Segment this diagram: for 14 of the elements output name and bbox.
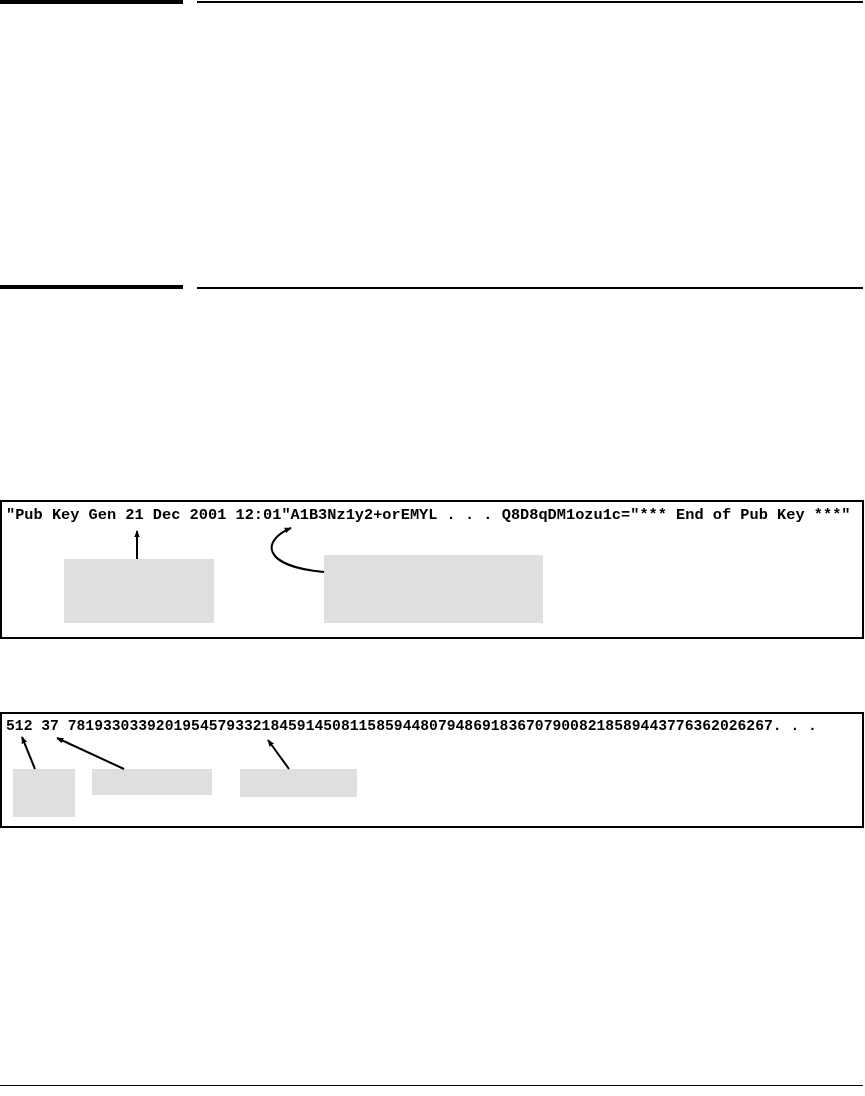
blank-callout-box <box>64 559 214 623</box>
blank-callout-box <box>13 769 75 817</box>
leader-arrow <box>270 527 325 573</box>
leader-arrow <box>56 737 125 770</box>
terminal-output-panel <box>0 500 864 639</box>
blank-callout-box <box>240 769 357 797</box>
leader-arrow <box>267 739 290 770</box>
blank-callout-box <box>324 555 543 623</box>
terminal-output-panel <box>0 712 864 828</box>
leader-arrow <box>134 530 140 560</box>
blank-callout-box <box>92 769 212 795</box>
key-text-line: 512 37 78193303392019545793321845914508115859448079486918367079008218589443776362026267. . . <box>6 718 817 734</box>
leader-arrow <box>21 736 36 770</box>
key-text-line: "Pub Key Gen 21 Dec 2001 12:01"A1B3Nz1y2+orEMYL . . . Q8D8qDM1ozu1c="*** End of Pub Key ***" <box>6 506 851 524</box>
